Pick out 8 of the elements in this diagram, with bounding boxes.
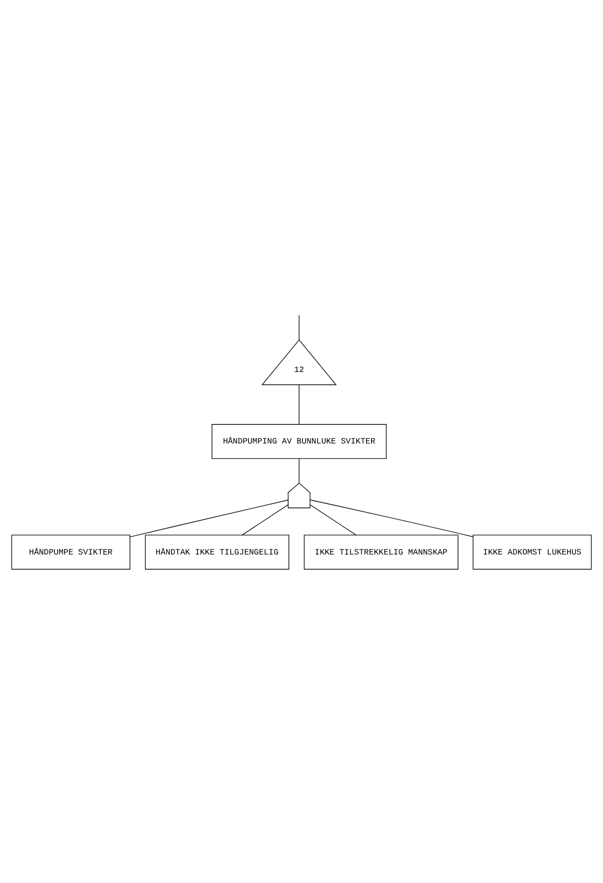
connector	[242, 504, 288, 535]
connector	[298, 314, 300, 340]
connector	[130, 499, 288, 537]
connector	[310, 499, 474, 537]
connector	[298, 384, 300, 424]
connector	[298, 458, 300, 483]
node-gate	[288, 482, 310, 508]
connector	[310, 504, 356, 535]
